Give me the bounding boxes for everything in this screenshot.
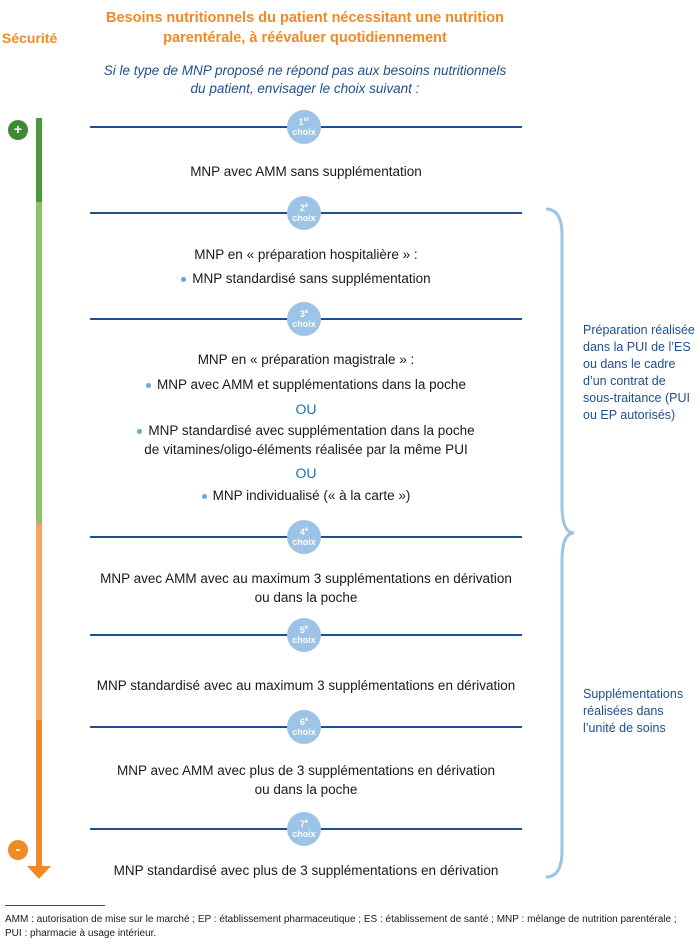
choice-7-ordinal: e <box>304 819 309 825</box>
choice-2-number: 2 <box>299 203 305 213</box>
choice-3-ordinal: e <box>304 309 309 315</box>
choice-7-badge: 7e choix <box>287 812 321 846</box>
choice-3-bullet-1-text: MNP avec AMM et supplémentations dans la… <box>157 377 466 392</box>
choice-6-line-2: ou dans la poche <box>254 782 358 797</box>
choice-2-word: choix <box>292 213 316 223</box>
security-bar-orange-light <box>36 524 42 720</box>
footnote: AMM : autorisation de mise sur le marché… <box>5 913 697 941</box>
choice-1-badge: 1er choix <box>287 110 321 144</box>
choice-3-badge: 3e choix <box>287 302 321 336</box>
choice-2-bullet-1-text: MNP standardisé sans supplémentation <box>192 271 431 286</box>
bracket-lower-line: l’unité de soins <box>583 721 666 735</box>
choice-4-number: 4 <box>299 527 305 537</box>
choice-4-ordinal: e <box>304 527 309 533</box>
choice-5-ordinal: e <box>304 625 309 631</box>
choice-3-bullet-2-line-1: MNP standardisé avec supplémentation dan… <box>148 423 475 438</box>
choice-4-badge: 4e choix <box>287 520 321 554</box>
choice-3-bullet-3: MNP individualisé (« à la carte ») <box>90 487 522 505</box>
choice-5-text: MNP standardisé avec au maximum 3 supplé… <box>96 678 516 693</box>
choice-3-bullet-3-text: MNP individualisé (« à la carte ») <box>212 488 411 503</box>
subtitle-line-2: du patient, envisager le choix suivant : <box>190 81 420 96</box>
choice-3-bullet-1: MNP avec AMM et supplémentations dans la… <box>90 376 522 394</box>
bracket-upper-line: ou dans le cadre <box>583 357 676 371</box>
bracket-upper <box>545 207 575 879</box>
subtitle: Si le type de MNP proposé ne répond pas … <box>95 62 515 98</box>
bracket-lower-line: Supplémentations <box>583 687 684 701</box>
title-line-1: Besoins nutritionnels du patient nécessi… <box>106 10 504 26</box>
choice-1-word: choix <box>292 127 316 137</box>
choice-6-number: 6 <box>299 717 305 727</box>
subtitle-line-1: Si le type de MNP proposé ne répond pas … <box>103 63 507 78</box>
bracket-upper-line: sous-traitance (PUI <box>583 391 690 405</box>
choice-7-word: choix <box>292 829 316 839</box>
bracket-label-lower: Supplémentations réalisées dans l’unité … <box>583 686 698 737</box>
choice-3-or-1: OU <box>295 401 317 417</box>
bullet-icon <box>137 428 143 434</box>
security-bar-green-dark <box>36 118 42 202</box>
choice-3-word: choix <box>292 319 316 329</box>
security-bar-green-light <box>36 202 42 524</box>
bracket-label-upper: Préparation réalisée dans la PUI de l’ES… <box>583 322 698 424</box>
curly-brackets <box>545 207 575 879</box>
security-arrow-head <box>27 866 51 879</box>
choice-5-word: choix <box>292 635 316 645</box>
choice-3-or-2: OU <box>295 465 317 481</box>
bracket-lower-line: réalisées dans <box>583 704 664 718</box>
choice-4-line-2: ou dans la poche <box>254 590 358 605</box>
choice-7-number: 7 <box>299 819 305 829</box>
choice-5-number: 5 <box>299 625 305 635</box>
choice-6-line-1: MNP avec AMM avec plus de 3 supplémentat… <box>117 763 495 778</box>
choice-6-word: choix <box>292 727 316 737</box>
bullet-icon <box>201 493 207 499</box>
bracket-upper-line: Préparation réalisée <box>583 323 695 337</box>
choice-3-title: MNP en « préparation magistrale » : <box>197 352 415 367</box>
choice-2-ordinal: e <box>304 203 309 209</box>
bullet-icon <box>181 276 187 282</box>
minus-icon: - <box>8 840 28 860</box>
securite-label: Sécurité <box>2 30 58 46</box>
footnote-separator <box>5 905 105 906</box>
bracket-upper-line: ou EP autorisés) <box>583 408 676 422</box>
security-bar-orange-dark <box>36 720 42 868</box>
footnote-line-2: PUI : pharmacie à usage intérieur. <box>5 928 157 939</box>
choice-3-number: 3 <box>299 309 305 319</box>
choice-2-badge: 2e choix <box>287 196 321 230</box>
footnote-line-1: AMM : autorisation de mise sur le marché… <box>5 914 677 925</box>
choice-7-text: MNP standardisé avec plus de 3 supplémen… <box>113 863 499 878</box>
choice-3-bullet-2: MNP standardisé avec supplémentation dan… <box>90 422 522 440</box>
choice-1-number: 1 <box>298 117 304 127</box>
choice-2-bullet-1: MNP standardisé sans supplémentation <box>90 270 522 288</box>
choice-4-word: choix <box>292 537 316 547</box>
title-line-2: parentérale, à réévaluer quotidiennement <box>163 30 447 46</box>
choice-1-text: MNP avec AMM sans supplémentation <box>190 164 422 179</box>
bullet-icon <box>146 382 152 388</box>
choice-3-bullet-2-line-2: de vitamines/oligo-éléments réalisée par… <box>144 442 468 457</box>
choice-4-line-1: MNP avec AMM avec au maximum 3 supplémen… <box>100 571 512 586</box>
choice-1-ordinal: er <box>303 117 310 123</box>
choice-6-badge: 6e choix <box>287 710 321 744</box>
diagram-title: Besoins nutritionnels du patient nécessi… <box>95 8 515 48</box>
choice-6-ordinal: e <box>304 717 309 723</box>
bracket-upper-line: dans la PUI de l’ES <box>583 340 691 354</box>
choice-5-badge: 5e choix <box>287 618 321 652</box>
plus-icon: + <box>8 120 28 140</box>
bracket-upper-line: d’un contrat de <box>583 374 666 388</box>
choice-2-title: MNP en « préparation hospitalière » : <box>194 247 418 262</box>
